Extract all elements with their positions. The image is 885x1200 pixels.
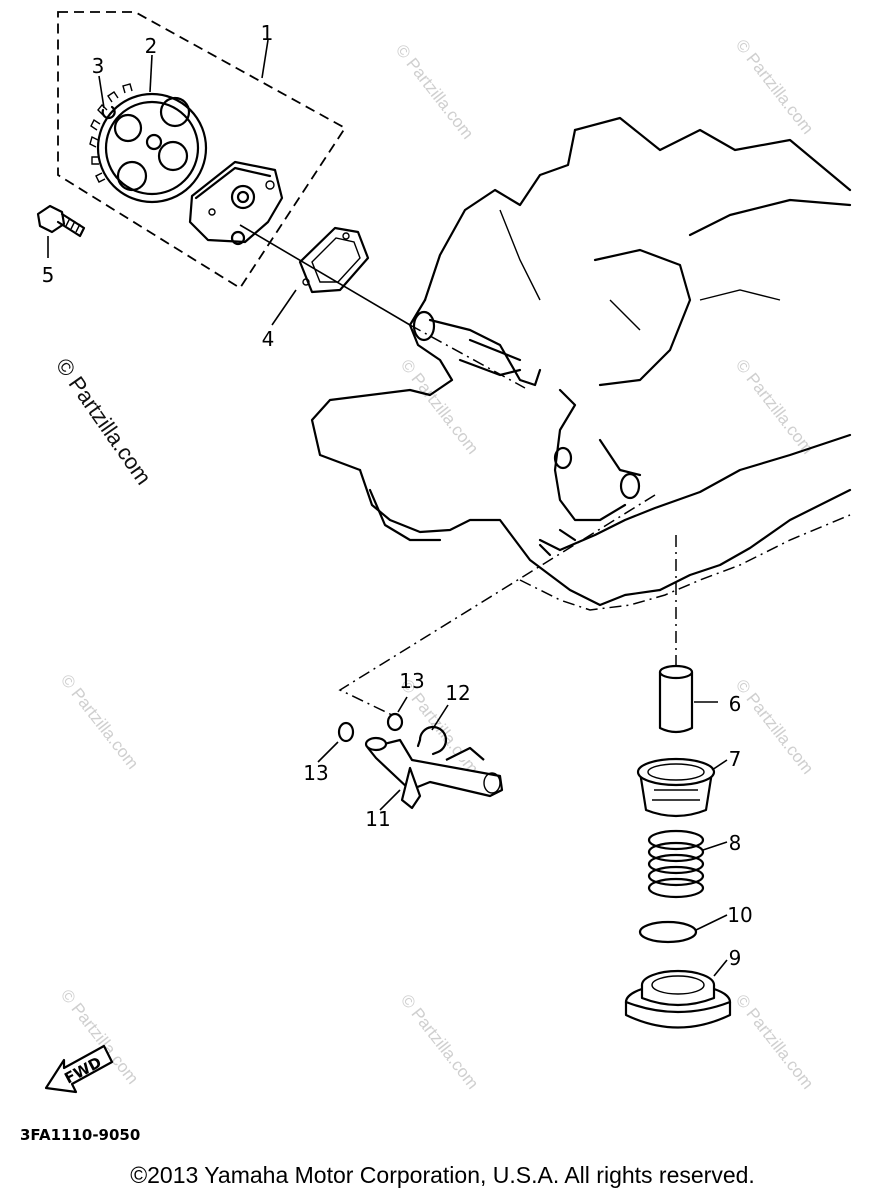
watermark: © Partzilla.com (732, 36, 818, 138)
callout-6: 6 (729, 692, 742, 716)
o-ring-small (337, 721, 355, 743)
watermark: © Partzilla.com (732, 356, 818, 458)
assembly-axis (239, 224, 411, 326)
callout-13-lower: 13 (303, 761, 328, 785)
crankcase (310, 116, 852, 607)
callout-7: 7 (729, 747, 742, 771)
callout-11: 11 (365, 807, 390, 831)
strainer-boundary (338, 494, 656, 716)
watermark-pattern: © Partzilla.com © Partzilla.com © Partzi… (57, 36, 818, 1093)
clip (101, 105, 116, 120)
callout-3: 3 (92, 54, 105, 78)
callout-2: 2 (145, 34, 158, 58)
watermark: © Partzilla.com (397, 991, 483, 1093)
strainer (636, 757, 716, 818)
callout-9: 9 (729, 946, 742, 970)
o-ring-small (386, 712, 404, 732)
callout-10: 10 (727, 903, 752, 927)
callout-4: 4 (262, 327, 275, 351)
callout-leaders (47, 39, 728, 977)
part-code: 3FA1110-9050 (20, 1126, 140, 1144)
callout-1: 1 (261, 21, 274, 45)
oil-pump-gear (89, 83, 208, 204)
parting-line (519, 514, 851, 611)
oil-pump-assembly-boundary (57, 11, 347, 290)
watermark: © Partzilla.com (397, 356, 483, 458)
callout-8: 8 (729, 831, 742, 855)
pump-shaft (364, 736, 504, 810)
spring (647, 829, 705, 899)
watermark: © Partzilla.com (732, 676, 818, 778)
gasket (298, 226, 370, 294)
crankcase-detail (499, 209, 781, 331)
drain-plug (624, 969, 732, 1029)
watermark: © Partzilla.com (57, 671, 143, 773)
callout-13-upper: 13 (399, 669, 424, 693)
bolt (36, 204, 86, 238)
oil-pump-housing (188, 160, 284, 246)
watermark: © Partzilla.com (392, 41, 478, 143)
callout-5: 5 (42, 263, 55, 287)
fwd-arrow-icon: FWD (44, 1044, 114, 1094)
o-ring (638, 920, 698, 944)
callout-12: 12 (445, 681, 470, 705)
shaft-centerline (409, 324, 526, 389)
watermark-main: © Partzilla.com (51, 354, 157, 490)
pipe (658, 664, 694, 734)
watermark: © Partzilla.com (732, 991, 818, 1093)
circlip (416, 725, 448, 756)
copyright-notice: ©2013 Yamaha Motor Corporation, U.S.A. A… (130, 1162, 755, 1188)
